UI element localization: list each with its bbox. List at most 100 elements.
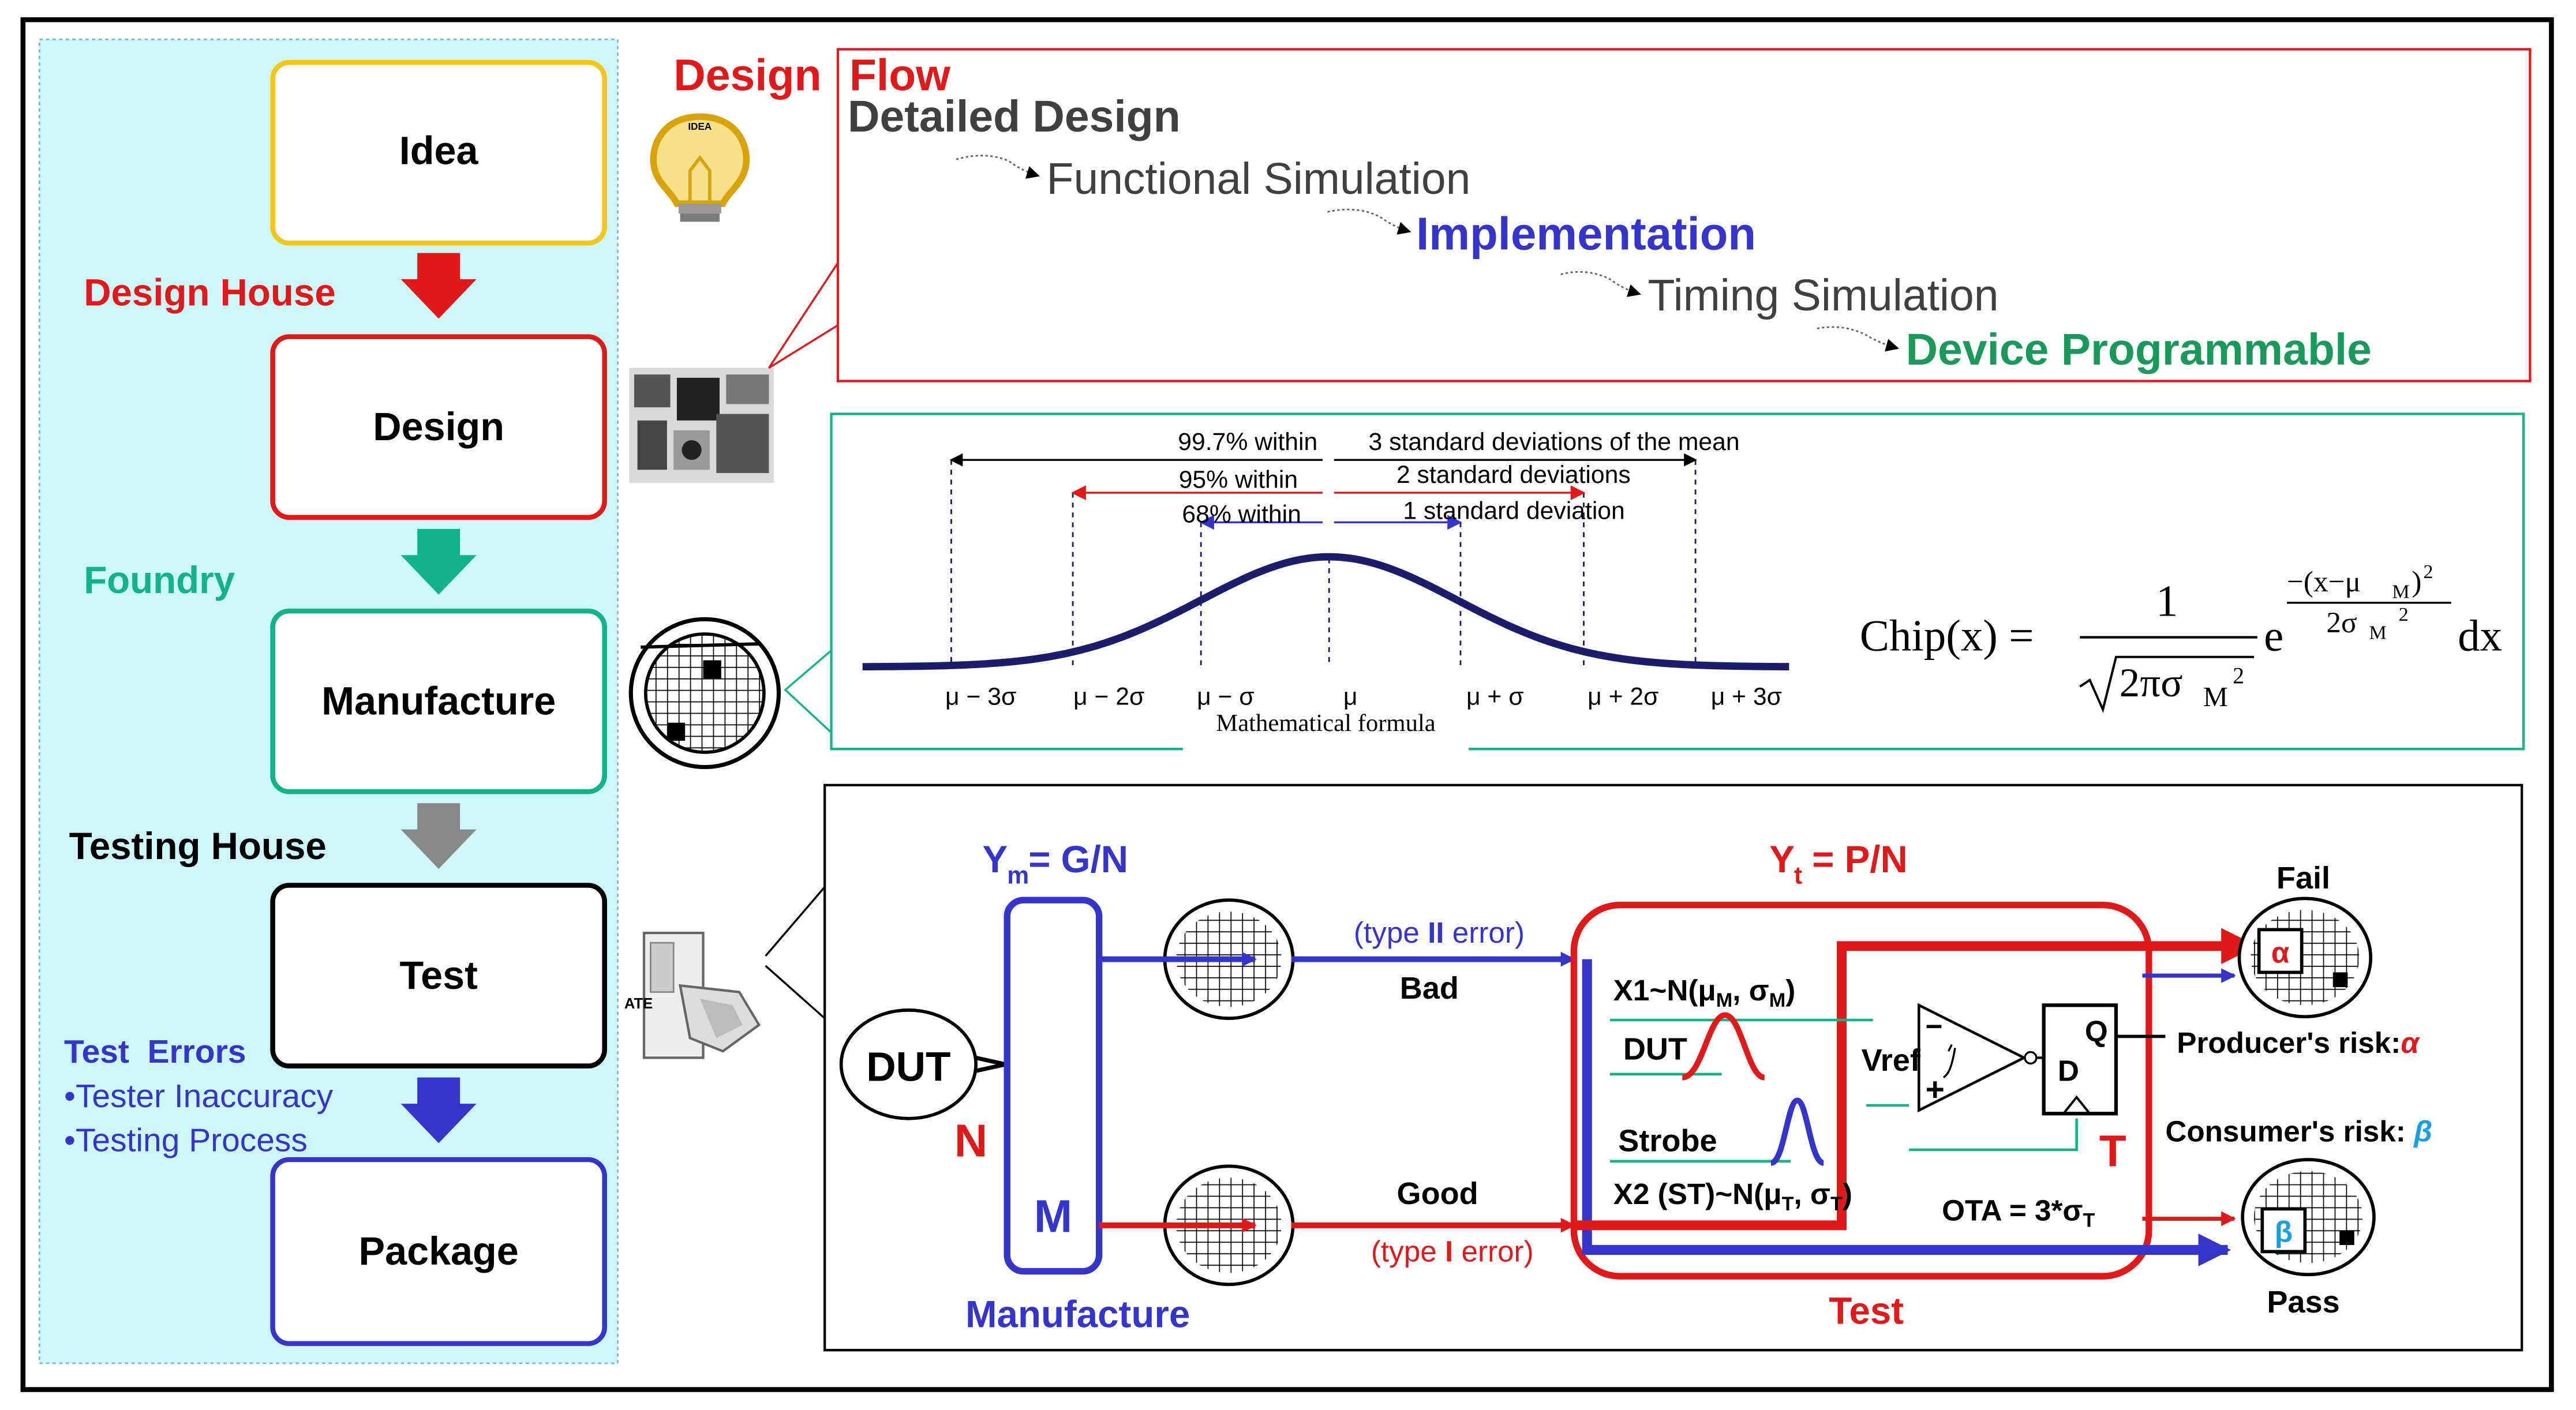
tick-mu-plus-sigma: μ + σ xyxy=(1466,682,1524,710)
arrow-package xyxy=(400,1077,477,1143)
formula-exp-num-tail: ) xyxy=(2412,565,2421,598)
tick-mu-minus-2sigma: μ − 2σ xyxy=(1073,682,1144,710)
design-flow-title-1: Design xyxy=(673,51,821,100)
formula-dx: dx xyxy=(2458,611,2502,660)
formula-sqrt xyxy=(2079,655,2255,714)
x2-sub: T xyxy=(1782,1193,1794,1215)
signal-lines xyxy=(1610,1018,2078,1163)
dut-inner-label: DUT xyxy=(1623,1032,1687,1066)
type1-error-label: (type I error) xyxy=(1371,1235,1534,1268)
x1-sub2: M xyxy=(1769,989,1785,1011)
test-label: Test xyxy=(399,954,477,997)
pct-95-label: 95% within xyxy=(1179,466,1298,494)
idea-label: Idea xyxy=(399,129,479,173)
manufacture-caption: Manufacture xyxy=(965,1293,1190,1335)
type1-suffix: error) xyxy=(1453,1235,1533,1268)
tick-mu-plus-3sigma: μ + 3σ xyxy=(1711,682,1782,710)
n-label: N xyxy=(954,1115,988,1166)
x1-sub: M xyxy=(1716,989,1732,1011)
wafer-fail-icon xyxy=(2237,897,2373,1019)
formula-exp-num: −(x−μ xyxy=(2287,565,2361,598)
idea-box xyxy=(270,59,607,246)
step-device-programmable: Device Programmable xyxy=(1906,325,2372,374)
beta-in-box: β xyxy=(2275,1215,2293,1248)
ota-text: OTA = 3*σ xyxy=(1942,1194,2083,1227)
ate-machine-icon: ATE xyxy=(624,931,761,1059)
consumers-risk-beta: β xyxy=(2413,1115,2432,1148)
normal-dist-box xyxy=(830,412,2525,751)
idea-icon-text: IDEA xyxy=(688,121,712,132)
flow-arrow-4 xyxy=(1817,326,1900,352)
wafer-icon xyxy=(628,617,781,770)
type2-roman: II xyxy=(1428,916,1444,949)
bell-curve xyxy=(862,553,1789,671)
ota-sub: T xyxy=(2083,1210,2095,1232)
formula-exp-den-sup: 2 xyxy=(2399,604,2409,625)
chip-formula: Chip(x) = 1 2πσ M 2 e −(x−μ M ) 2 2σ M 2… xyxy=(1860,561,2502,714)
package-label: Package xyxy=(359,1229,519,1273)
x1-end: ) xyxy=(1785,974,1795,1007)
svg-text:X1~N(μM, σM): X1~N(μM, σM) xyxy=(1613,974,1796,1011)
manufacture-box xyxy=(270,608,607,794)
manufacture-block xyxy=(1004,897,1103,1275)
type1-roman: I xyxy=(1445,1235,1453,1268)
svg-text:OTA = 3*σT: OTA = 3*σT xyxy=(1942,1194,2095,1231)
dut-ellipse xyxy=(839,1008,978,1120)
svg-text:(type II error): (type II error) xyxy=(1354,916,1525,949)
red-route-to-fail xyxy=(1574,928,2257,1231)
wafer-pass-icon xyxy=(2241,1158,2376,1277)
test-block xyxy=(1570,902,2152,1280)
design-house-label: Design House xyxy=(84,272,336,314)
chip-layout-icon xyxy=(629,367,774,483)
pct-68-label: 68% within xyxy=(1182,500,1301,528)
yt-formula: Y t = P/N xyxy=(1769,838,1908,890)
yt-sub: t xyxy=(1794,862,1802,890)
ff-d-label: D xyxy=(2058,1054,2079,1087)
testing-process-label: •Testing Process xyxy=(64,1122,308,1159)
x2-label: X2 (ST)~N(μT, σT) xyxy=(1613,1178,1852,1215)
strobe-distribution-curve xyxy=(1770,1097,1825,1166)
x1-mid: , σ xyxy=(1732,974,1769,1007)
comparator-symbol xyxy=(1918,1003,2027,1113)
test-errors-label: Test Errors xyxy=(64,1033,246,1070)
tester-inaccuracy-label: •Tester Inaccuracy xyxy=(64,1078,334,1115)
formula-lhs: Chip(x) = xyxy=(1860,611,2034,660)
test-box xyxy=(270,883,607,1068)
producers-risk-alpha: α xyxy=(2401,1026,2420,1059)
tick-mu-minus-3sigma: μ − 3σ xyxy=(945,682,1016,710)
yt-y: Y xyxy=(1769,838,1795,880)
design-box xyxy=(270,334,607,520)
design-callout-pointer xyxy=(767,259,839,369)
design-flow-title-2: Flow xyxy=(849,51,950,100)
formula-e: e xyxy=(2264,611,2283,660)
vref-label: Vref xyxy=(1862,1043,1921,1078)
test-caption: Test xyxy=(1829,1290,1904,1332)
pct-997-label: 99.7% within xyxy=(1178,428,1317,456)
good-label: Good xyxy=(1397,1176,1478,1211)
d-flipflop xyxy=(2042,1003,2118,1116)
dut-label: DUT xyxy=(866,1044,950,1090)
m-label: M xyxy=(1034,1190,1072,1242)
ym-rest: = G/N xyxy=(1028,838,1128,880)
type2-suffix: error) xyxy=(1444,916,1525,949)
caption-mask xyxy=(1182,732,1469,756)
x2-text: X2 (ST)~N(μ xyxy=(1613,1178,1782,1210)
ota-label: OTA = 3*σT xyxy=(1942,1194,2095,1231)
consumers-risk-text: Consumer's risk: xyxy=(2165,1115,2414,1148)
comparator-minus: − xyxy=(1926,1010,1943,1042)
x1-label: X1~N(μM, σM) xyxy=(1613,974,1796,1011)
x2-sub2: T xyxy=(1830,1193,1843,1215)
comparator-plus: + xyxy=(1926,1071,1945,1108)
outer-frame xyxy=(20,17,2554,1392)
sd1-label: 1 standard deviation xyxy=(1403,497,1624,525)
ym-y: Y xyxy=(983,838,1008,880)
formula-exp-num-sub: M xyxy=(2392,581,2409,602)
foundry-label: Foundry xyxy=(84,559,235,601)
strobe-label: Strobe xyxy=(1618,1124,1717,1158)
alpha-in-box: α xyxy=(2271,936,2290,969)
clock-triangle xyxy=(2062,1095,2091,1115)
formula-exp-den: 2σ xyxy=(2326,606,2357,639)
flow-arrow-1 xyxy=(956,155,1040,179)
blue-route-to-pass xyxy=(1582,959,2231,1267)
